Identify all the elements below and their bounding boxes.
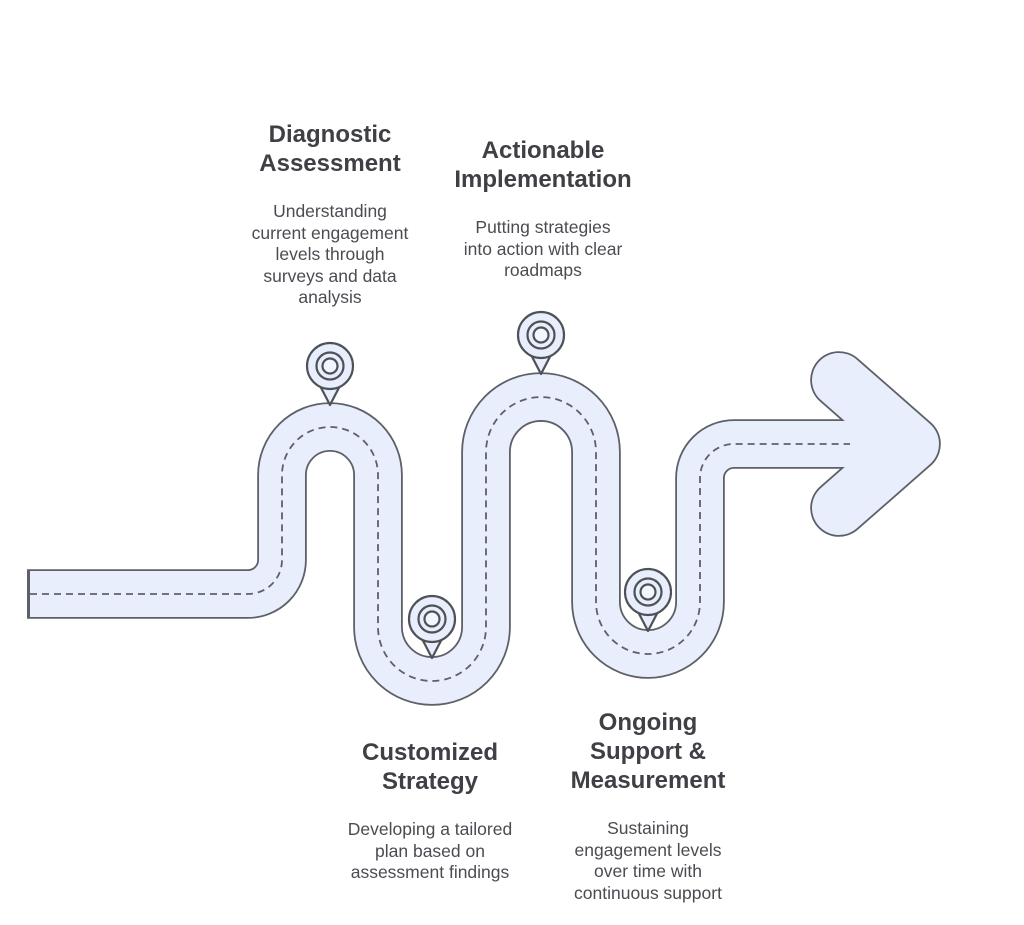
arrowhead-surface [812,353,939,535]
step-3-description: Developing a tailored plan based on asse… [347,819,513,882]
step-2-label: Actionable Implementation Putting strate… [413,136,673,282]
map-pin-icon-4 [623,567,673,633]
step-2-description: Putting strategies into action with clea… [463,217,623,280]
road-dashed-centerline [30,396,850,682]
step-2-title: Actionable Implementation [454,137,632,193]
map-pin-icon-2 [516,310,566,376]
map-pin-icon-1 [305,341,355,407]
step-3-title: Customized Strategy [361,739,498,795]
step-1-description: Understanding current engagement levels … [251,201,409,307]
step-4-description: Sustaining engagement levels over time w… [574,818,722,903]
step-4-title: Ongoing Support & Measurement [570,709,726,794]
step-1-label: Diagnostic Assessment Understanding curr… [200,120,460,309]
road-surface [30,374,872,704]
map-pin-icon-3 [407,594,457,660]
pin-dot [423,610,441,628]
step-4-label: Ongoing Support & Measurement Sustaining… [518,708,778,904]
step-1-title: Diagnostic Assessment [259,121,401,177]
pin-dot [639,583,657,601]
pin-dot [532,326,550,344]
pin-dot [321,357,339,375]
step-3-label: Customized Strategy Developing a tailore… [300,738,560,884]
